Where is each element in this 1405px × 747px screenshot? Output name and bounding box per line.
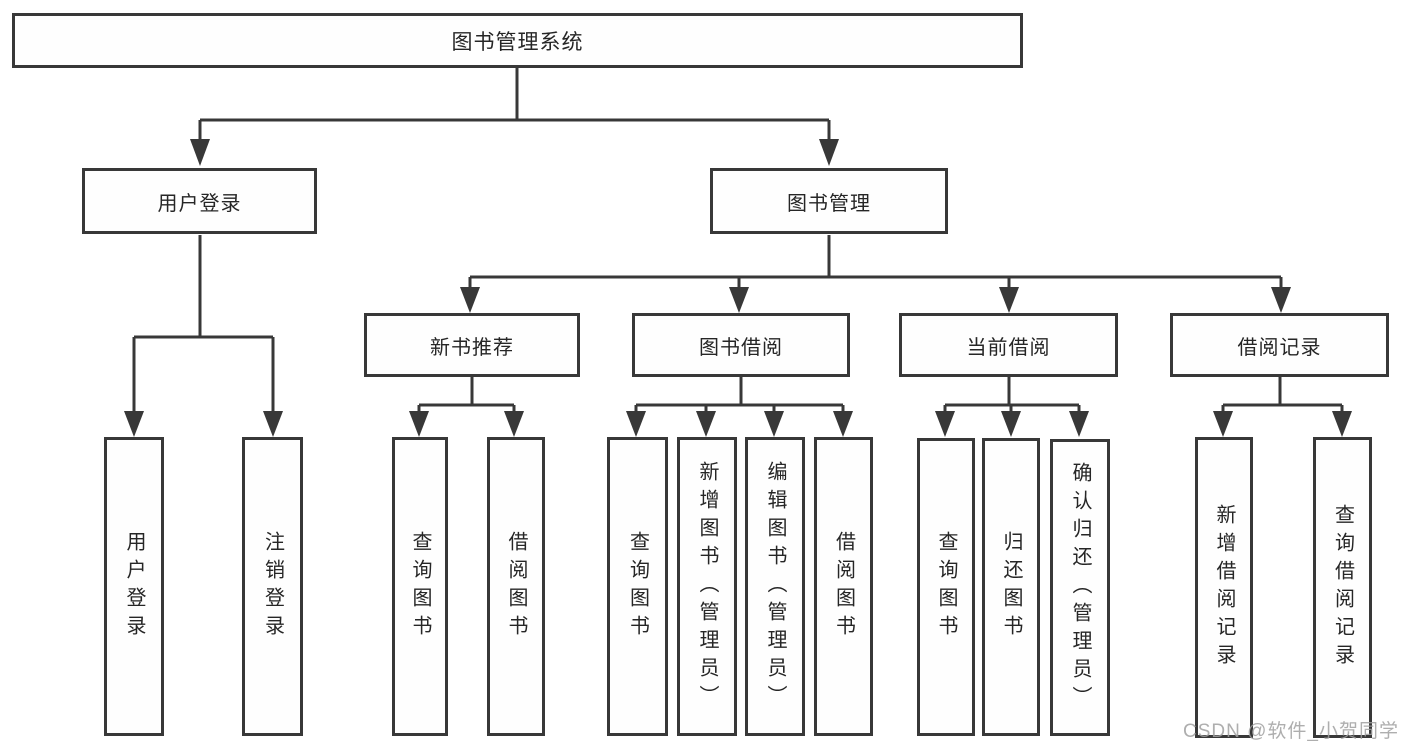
leaf-records-add-record-label: 新增借阅记录 xyxy=(1213,503,1235,672)
leaf-borrow-query-books-label: 查询图书 xyxy=(626,530,649,643)
node-new-book-recommend-label: 新书推荐 xyxy=(430,336,514,359)
node-user-login-label: 用户登录 xyxy=(157,192,242,215)
node-book-management-label: 图书管理 xyxy=(787,192,871,215)
leaf-borrow-borrow-books: 借阅图书 xyxy=(814,437,873,736)
leaf-user-login-label: 用户登录 xyxy=(123,530,145,643)
node-library-system-label: 图书管理系统 xyxy=(451,30,584,54)
node-book-borrowing-label: 图书借阅 xyxy=(699,336,783,359)
leaf-logout-login-label: 注销登录 xyxy=(261,530,284,643)
node-borrowing-records: 借阅记录 xyxy=(1170,313,1389,377)
leaf-current-query-books-label: 查询图书 xyxy=(935,531,957,643)
leaf-current-confirm-return-admin-label: 确认归还（管理员） xyxy=(1069,461,1091,714)
node-user-login: 用户登录 xyxy=(82,168,317,234)
leaf-newbook-query-books: 查询图书 xyxy=(392,437,448,736)
leaf-records-add-record: 新增借阅记录 xyxy=(1195,437,1253,738)
leaf-newbook-query-books-label: 查询图书 xyxy=(409,530,431,643)
node-current-borrowing-label: 当前借阅 xyxy=(966,336,1051,359)
leaf-current-query-books: 查询图书 xyxy=(917,438,975,736)
watermark: CSDN @软件_小贺同学 xyxy=(1183,721,1399,742)
node-current-borrowing: 当前借阅 xyxy=(899,313,1118,377)
node-library-system: 图书管理系统 xyxy=(12,13,1023,68)
leaf-current-confirm-return-admin: 确认归还（管理员） xyxy=(1050,439,1110,736)
leaf-records-query-record: 查询借阅记录 xyxy=(1313,437,1372,738)
leaf-borrow-query-books: 查询图书 xyxy=(607,437,668,736)
node-new-book-recommend: 新书推荐 xyxy=(364,313,580,377)
leaf-borrow-edit-books-admin: 编辑图书（管理员） xyxy=(745,437,805,736)
leaf-current-return-books-label: 归还图书 xyxy=(1000,531,1022,643)
node-borrowing-records-label: 借阅记录 xyxy=(1237,336,1322,359)
leaf-current-return-books: 归还图书 xyxy=(982,438,1040,736)
leaf-borrow-add-books-admin: 新增图书（管理员） xyxy=(677,437,737,736)
leaf-records-query-record-label: 查询借阅记录 xyxy=(1331,503,1354,672)
leaf-borrow-edit-books-admin-label: 编辑图书（管理员） xyxy=(764,460,786,713)
leaf-user-login: 用户登录 xyxy=(104,437,164,736)
leaf-logout-login: 注销登录 xyxy=(242,437,303,736)
leaf-newbook-borrow-books: 借阅图书 xyxy=(487,437,545,736)
leaf-newbook-borrow-books-label: 借阅图书 xyxy=(505,530,527,643)
node-book-management: 图书管理 xyxy=(710,168,948,234)
leaf-borrow-add-books-admin-label: 新增图书（管理员） xyxy=(696,460,718,713)
node-book-borrowing: 图书借阅 xyxy=(632,313,850,377)
leaf-borrow-borrow-books-label: 借阅图书 xyxy=(832,530,855,643)
